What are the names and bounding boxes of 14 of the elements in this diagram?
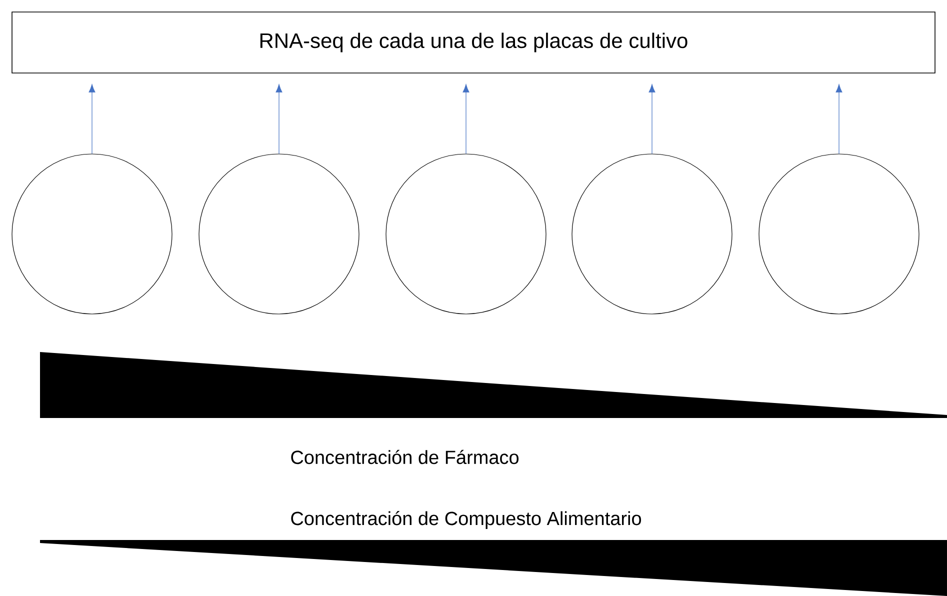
arrow — [836, 84, 842, 154]
gradient-wedge — [40, 540, 947, 596]
culture-plate-circle — [758, 154, 920, 314]
culture-plate-circle — [198, 154, 360, 314]
arrow — [276, 84, 282, 154]
culture-plate-circle — [572, 154, 732, 314]
axis-label: Concentración de Fármaco — [291, 450, 519, 464]
gradient-wedge — [40, 352, 947, 418]
title-box: RNA-seq de cada una de las placas de cultivo — [12, 12, 936, 74]
arrow — [648, 84, 656, 154]
arrow — [462, 84, 470, 154]
culture-plate-circle — [386, 154, 546, 314]
arrow — [88, 84, 96, 154]
culture-plate-circle — [12, 154, 172, 314]
